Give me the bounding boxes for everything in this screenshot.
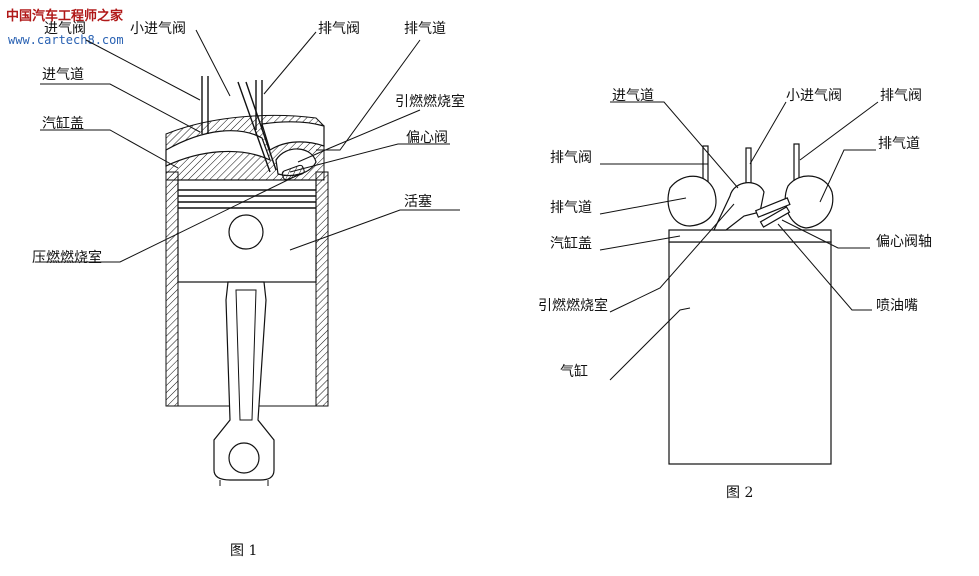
label-cylinder-head: 汽缸盖	[42, 115, 84, 132]
exhaust-port-channel	[261, 121, 325, 151]
injector	[759, 206, 791, 228]
label-fig2-eccentric-valve-shaft: 偏心阀轴	[876, 234, 932, 250]
label-fig2-injector: 喷油嘴	[876, 298, 918, 314]
label-fig2-small-intake-valve: 小进气阀	[786, 88, 842, 104]
figure-2-caption: 图 2	[726, 485, 753, 501]
small-intake-valve-stem	[237, 81, 271, 173]
label-exhaust-port: 排气道	[404, 21, 446, 37]
label-fig2-exhaust-port-right: 排气道	[878, 136, 920, 152]
label-compression-chamber: 压燃燃烧室	[32, 249, 102, 266]
label-fig2-intake-port: 进气道	[612, 88, 654, 104]
label-fig2-cylinder-head: 汽缸盖	[550, 235, 592, 252]
figure-2: 进气道 小进气阀 排气阀 排气道 排气阀 排气道 偏心阀轴 汽缸盖 引燃燃烧室 …	[538, 88, 932, 501]
watermark: 中国汽车工程师之家 www.cartech8.com	[6, 8, 124, 47]
intake-port-channel	[165, 130, 272, 167]
watermark-title: 中国汽车工程师之家	[6, 8, 124, 24]
piston-pin	[228, 214, 264, 250]
cylinder-block	[668, 241, 832, 465]
label-intake-valve: 进气阀	[44, 21, 86, 37]
cylinder-wall-right	[315, 171, 329, 407]
small-intake-valve-stem	[745, 147, 752, 185]
label-fig2-exhaust-valve-right: 排气阀	[880, 88, 922, 104]
connecting-rod	[213, 281, 275, 481]
cylinder-wall-left	[165, 171, 179, 407]
figure-1-caption: 图 1	[230, 543, 257, 559]
label-fig2-exhaust-valve-left: 排气阀	[550, 150, 592, 166]
label-piston: 活塞	[404, 193, 432, 210]
eccentric-valve-shaft	[754, 197, 791, 218]
figure-1: 进气阀 小进气阀 排气阀 排气道 进气道 引燃燃烧室 汽缸盖 偏心阀 活塞 压燃…	[32, 21, 465, 559]
watermark-url: www.cartech8.com	[8, 33, 124, 47]
label-fig2-pilot-chamber: 引燃燃烧室	[538, 297, 608, 314]
crank-pin	[228, 442, 260, 474]
label-fig2-cylinder: 气缸	[560, 363, 588, 380]
label-intake-port: 进气道	[42, 67, 84, 83]
intake-port	[713, 182, 765, 231]
label-small-intake-valve: 小进气阀	[130, 21, 186, 37]
label-fig2-exhaust-port-left: 排气道	[550, 200, 592, 216]
label-pilot-chamber: 引燃燃烧室	[395, 93, 465, 110]
exhaust-port-right	[784, 175, 834, 229]
exhaust-port-left	[667, 175, 717, 227]
label-eccentric-valve: 偏心阀	[406, 130, 448, 146]
label-exhaust-valve: 排气阀	[318, 21, 360, 37]
